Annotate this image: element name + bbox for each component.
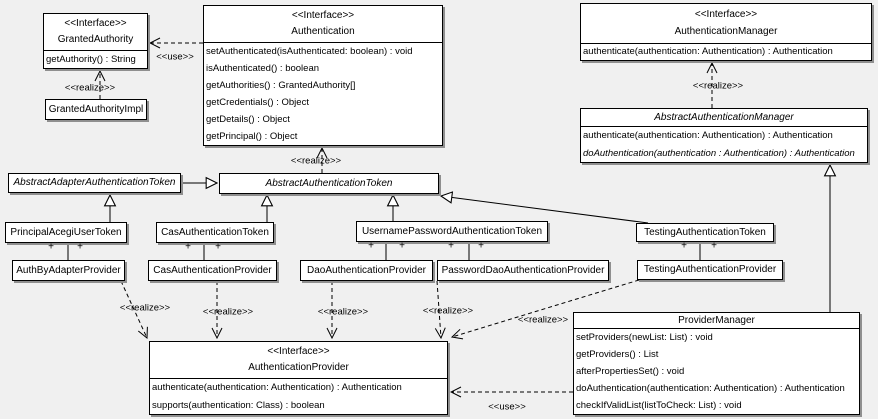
- method-row: getAuthority() : String: [46, 53, 136, 65]
- class-name: PasswordDaoAuthenticationProvider: [441, 264, 605, 276]
- multiplicity-plus: +: [77, 241, 83, 253]
- method-compartment: setAuthenticated(isAuthenticated: boolea…: [204, 43, 442, 145]
- class-cas-authentication-token: CasAuthenticationToken: [156, 222, 274, 243]
- edge-label-realize: <<realize>>: [422, 305, 474, 317]
- class-header: <<Interface>> GrantedAuthority: [44, 14, 147, 51]
- method-compartment: authenticate(authentication: Authenticat…: [150, 379, 447, 414]
- multiplicity-plus: +: [478, 240, 484, 252]
- class-header: ProviderManager: [574, 313, 859, 329]
- method-row: authenticate(authentication: Authenticat…: [583, 130, 833, 141]
- class-name: GrantedAuthorityImpl: [48, 103, 144, 115]
- class-name: AbstractAdapterAuthenticationToken: [13, 177, 176, 188]
- class-authentication-manager: <<Interface>> AuthenticationManager auth…: [580, 3, 872, 61]
- class-granted-authority-impl: GrantedAuthorityImpl: [45, 99, 147, 120]
- class-authentication: <<Interface>> Authentication setAuthenti…: [203, 5, 443, 146]
- class-cas-authentication-provider: CasAuthenticationProvider: [148, 260, 277, 281]
- multiplicity-plus: +: [48, 241, 54, 253]
- class-name: ProviderManager: [678, 314, 755, 326]
- method-row: setProviders(newList: List) : void: [576, 331, 713, 343]
- multiplicity-plus: +: [681, 240, 687, 252]
- class-name: DaoAuthenticationProvider: [307, 264, 426, 276]
- class-name: CasAuthenticationProvider: [153, 264, 272, 276]
- class-name: AbstractAuthenticationManager: [654, 111, 794, 123]
- method-row: afterPropertiesSet() : void: [576, 365, 685, 377]
- multiplicity-plus: +: [399, 240, 405, 252]
- method-row: supports(authentication: Class) : boolea…: [152, 399, 325, 411]
- multiplicity-plus: +: [215, 241, 221, 253]
- method-row: getPrincipal() : Object: [206, 130, 298, 142]
- class-username-password-authentication-token: UsernamePasswordAuthenticationToken: [356, 221, 548, 242]
- stereotype-label: <<Interface>>: [291, 10, 355, 22]
- method-row: doAuthentication(authentication : Authen…: [583, 147, 855, 159]
- class-auth-by-adapter-provider: AuthByAdapterProvider: [12, 260, 125, 281]
- class-header: <<Interface>> AuthenticationManager: [581, 4, 871, 44]
- class-provider-manager: ProviderManager setProviders(newList: Li…: [573, 312, 860, 415]
- method-row: authenticate(authentication: Authenticat…: [152, 382, 402, 393]
- multiplicity-plus: +: [448, 240, 454, 252]
- class-header: <<Interface>> AuthenticationProvider: [150, 342, 447, 379]
- class-name: AuthByAdapterProvider: [16, 264, 121, 276]
- method-row: getDetails() : Object: [206, 113, 290, 125]
- edge-label-use: <<use>>: [488, 401, 526, 413]
- class-name: TestingAuthenticationProvider: [643, 264, 777, 275]
- class-name: TestingAuthenticationToken: [644, 226, 766, 238]
- class-name: AuthenticationManager: [674, 25, 778, 37]
- class-granted-authority: <<Interface>> GrantedAuthority getAuthor…: [43, 13, 148, 69]
- class-name: PrincipalAcegiUserToken: [10, 226, 122, 238]
- edge-label-realize: <<realize>>: [202, 306, 254, 318]
- method-compartment: authenticate(authentication: Authenticat…: [581, 44, 871, 60]
- class-name: CasAuthenticationToken: [161, 226, 269, 238]
- method-row: getCredentials() : Object: [206, 96, 309, 108]
- class-name: AuthenticationProvider: [248, 361, 349, 373]
- class-dao-authentication-provider: DaoAuthenticationProvider: [300, 260, 433, 281]
- multiplicity-plus: +: [711, 240, 717, 252]
- method-row: setAuthenticated(isAuthenticated: boolea…: [206, 45, 413, 57]
- class-abstract-adapter-authentication-token: AbstractAdapterAuthenticationToken: [8, 173, 181, 193]
- class-name: GrantedAuthority: [57, 33, 134, 45]
- class-password-dao-authentication-provider: PasswordDaoAuthenticationProvider: [437, 260, 609, 281]
- method-row: checkIfValidList(listToCheck: List) : vo…: [576, 399, 742, 411]
- edge-label-realize: <<realize>>: [64, 82, 116, 94]
- stereotype-label: <<Interface>>: [694, 9, 758, 21]
- class-name: Authentication: [291, 25, 355, 37]
- method-row: authenticate(authentication: Authenticat…: [583, 46, 833, 58]
- stereotype-label: <<Interface>>: [267, 346, 330, 358]
- method-row: getAuthorities() : GrantedAuthority[]: [206, 79, 356, 91]
- method-row: doAuthentication(authentication: Authent…: [576, 382, 845, 394]
- method-compartment: setProviders(newList: List) : void getPr…: [574, 329, 859, 414]
- stereotype-label: <<Interface>>: [64, 18, 127, 30]
- class-testing-authentication-token: TestingAuthenticationToken: [636, 223, 774, 242]
- class-name: AbstractAuthenticationToken: [265, 177, 393, 189]
- class-testing-authentication-provider: TestingAuthenticationProvider: [637, 260, 783, 280]
- edge-label-realize: <<realize>>: [119, 302, 171, 314]
- multiplicity-plus: +: [185, 241, 191, 253]
- method-compartment: authenticate(authentication: Authenticat…: [581, 127, 867, 162]
- edge-label-realize: <<realize>>: [317, 306, 369, 318]
- edge-label-realize: <<realize>>: [517, 314, 569, 326]
- edge-label-realize: <<realize>>: [290, 155, 342, 167]
- class-authentication-provider: <<Interface>> AuthenticationProvider aut…: [149, 341, 448, 415]
- class-principal-acegi-user-token: PrincipalAcegiUserToken: [5, 222, 127, 243]
- class-header: <<Interface>> Authentication: [204, 6, 442, 43]
- class-abstract-authentication-token: AbstractAuthenticationToken: [219, 173, 439, 194]
- method-row: isAuthenticated() : boolean: [206, 62, 320, 74]
- class-name: UsernamePasswordAuthenticationToken: [361, 225, 543, 237]
- class-header: AbstractAuthenticationManager: [581, 109, 867, 127]
- edge-label-use: <<use>>: [156, 51, 194, 63]
- class-abstract-authentication-manager: AbstractAuthenticationManager authentica…: [580, 108, 868, 163]
- multiplicity-plus: +: [368, 240, 374, 252]
- method-row: getProviders() : List: [576, 348, 659, 360]
- edge-label-realize: <<realize>>: [692, 80, 744, 92]
- method-compartment: getAuthority() : String: [44, 51, 147, 68]
